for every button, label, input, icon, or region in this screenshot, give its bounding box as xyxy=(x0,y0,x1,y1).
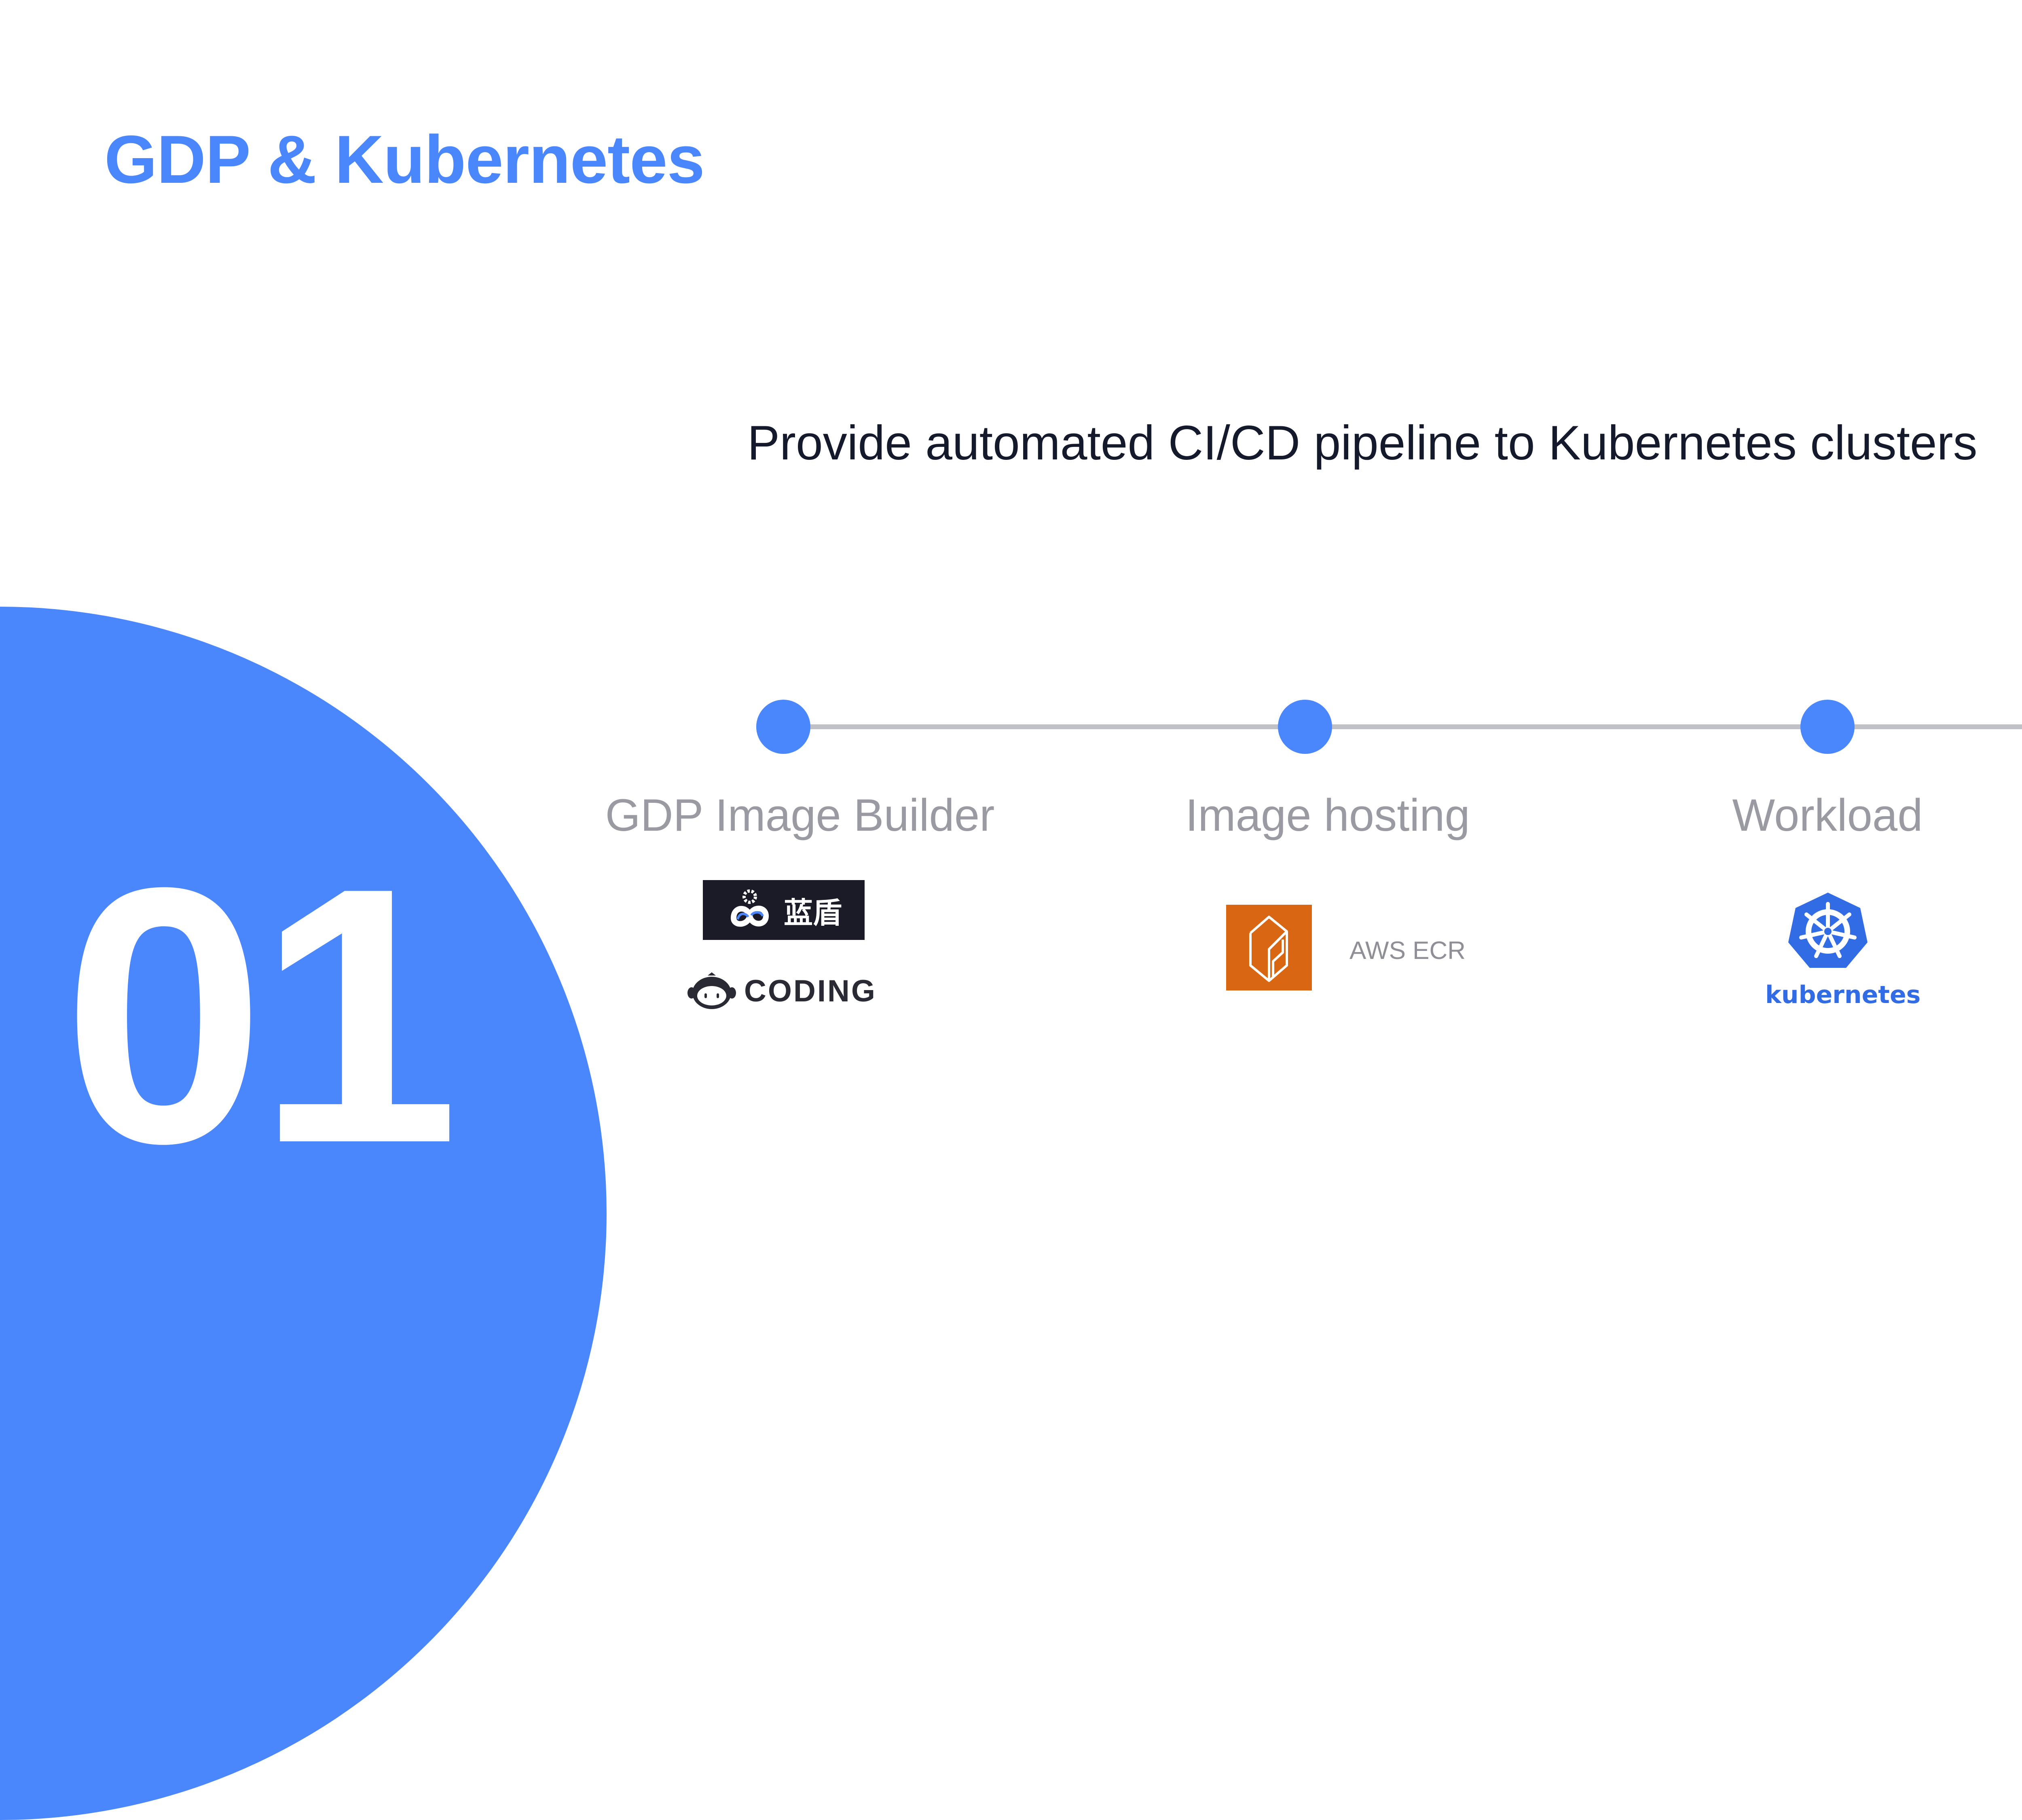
kubernetes-wordmark: kubernetes xyxy=(1765,981,1921,1009)
timeline-line xyxy=(785,724,2022,729)
timeline-dot-2 xyxy=(1278,700,1332,754)
timeline-dot-3 xyxy=(1800,700,1855,754)
section-number: 01 xyxy=(63,812,459,1219)
aws-ecr-label: AWS ECR xyxy=(1349,937,1466,965)
infinity-gear-icon xyxy=(730,889,769,927)
step-label-image-hosting: Image hosting xyxy=(1185,790,1470,840)
slide-title: GDP & Kubernetes xyxy=(104,121,705,197)
coding-text: CODING xyxy=(744,973,877,1008)
lanshield-logo: 蓝盾 xyxy=(703,880,865,940)
step-label-image-builder: GDP Image Builder xyxy=(605,790,995,840)
monkey-face-icon xyxy=(687,972,736,1009)
lanshield-text: 蓝盾 xyxy=(783,895,842,930)
coding-logo: CODING xyxy=(687,971,877,1011)
section-quarter-circle xyxy=(0,607,607,1820)
aws-ecr-icon xyxy=(1226,905,1312,990)
slide-subtitle: Provide automated CI/CD pipeline to Kube… xyxy=(747,416,1978,470)
step-label-workload: Workload xyxy=(1732,790,1923,840)
kubernetes-helm-icon xyxy=(1788,893,1868,968)
timeline-dot-1 xyxy=(756,700,810,754)
